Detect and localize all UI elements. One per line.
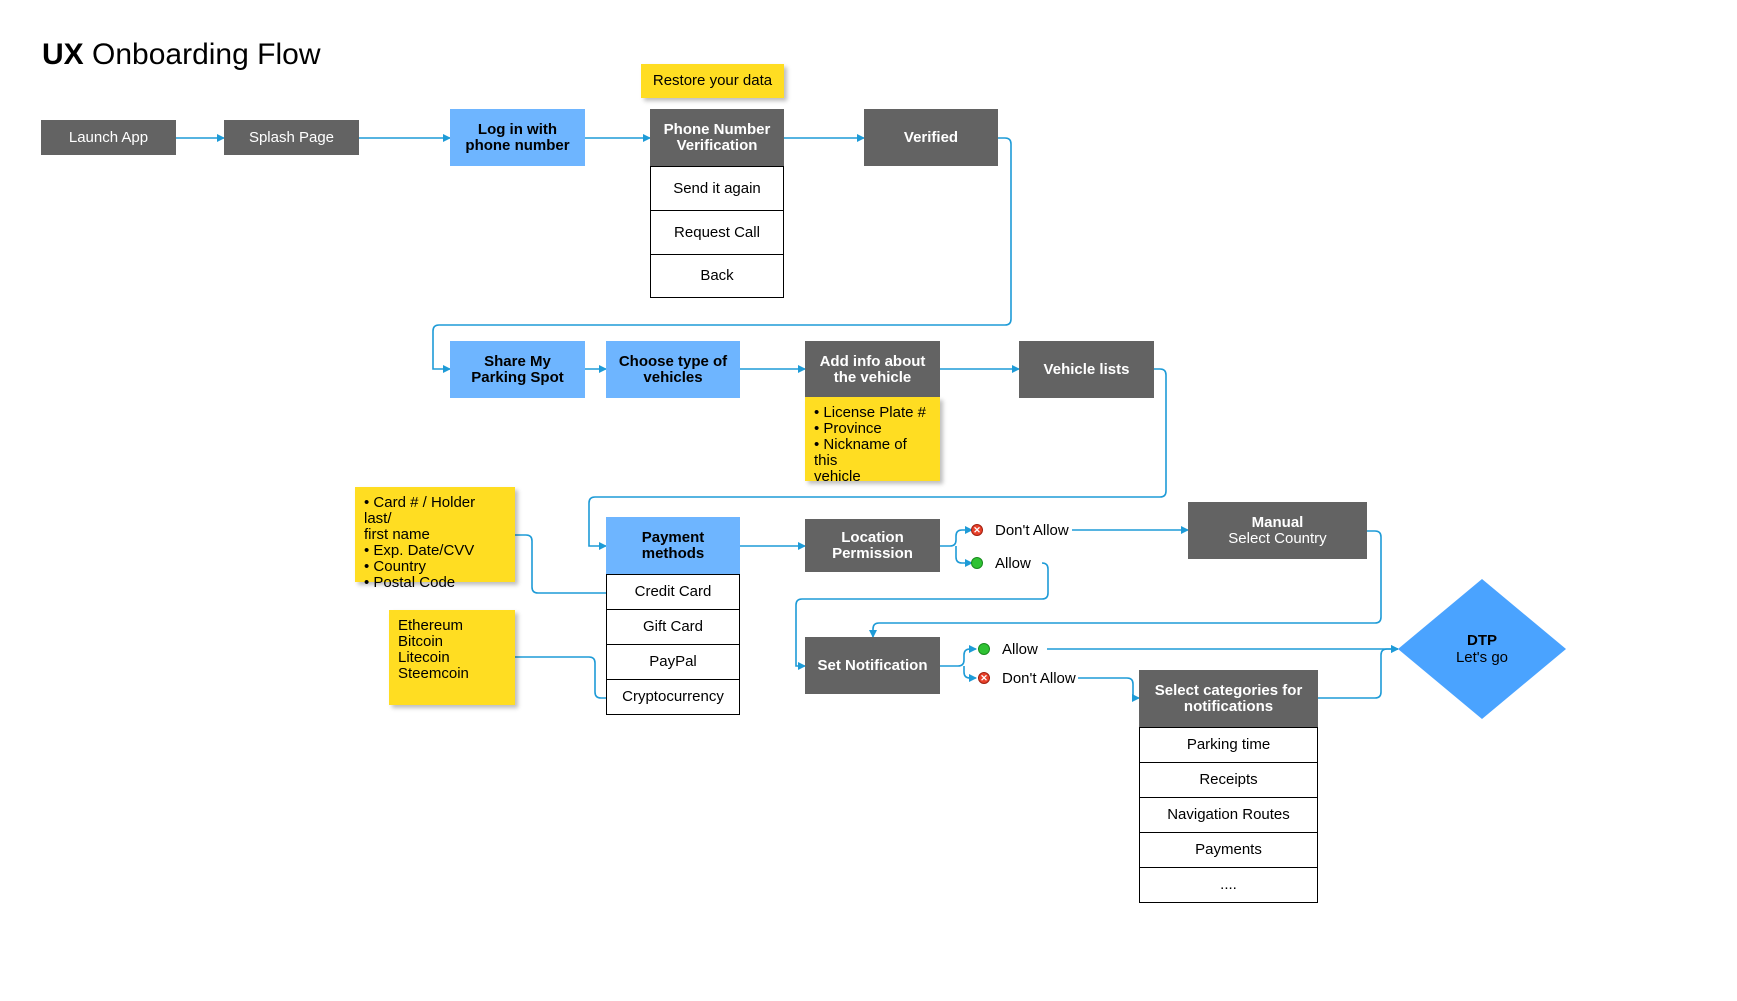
choose-vehicle-node: Choose type of vehicles	[606, 341, 740, 398]
manual-country-subtitle: Select Country	[1228, 529, 1327, 547]
share-spot-node: Share My Parking Spot	[450, 341, 585, 398]
connector	[940, 645, 977, 667]
card-info-note: • Card # / Holder last/ first name • Exp…	[355, 487, 515, 591]
send-again-option: Send it again	[650, 166, 784, 211]
dtp-label: DTP Let's go	[1419, 632, 1545, 666]
vehicle-info-note: • License Plate # • Province • Nickname …	[805, 397, 940, 485]
paypal-option: PayPal	[606, 644, 740, 680]
manual-country-node: Manual Select Country	[1188, 502, 1367, 559]
connector	[940, 526, 973, 547]
connector	[515, 534, 606, 594]
splash-page-node: Splash Page	[224, 120, 359, 155]
connector	[869, 530, 1382, 638]
dtp-subtitle: Let's go	[1455, 649, 1509, 666]
select-categories-node: Select categories for notifications	[1139, 670, 1318, 727]
notification-allow-label: Allow	[1002, 641, 1038, 658]
deny-icon: ✕	[978, 672, 990, 684]
request-call-option: Request Call	[650, 210, 784, 255]
deny-icon: ✕	[971, 524, 983, 536]
connector	[795, 562, 1049, 670]
connector	[955, 546, 973, 567]
crypto-list-note: Ethereum Bitcoin Litecoin Steemcoin	[389, 610, 515, 705]
gift-card-option: Gift Card	[606, 609, 740, 645]
launch-app-node: Launch App	[41, 120, 176, 155]
payments-option: Payments	[1139, 832, 1318, 868]
dtp-diamond	[1398, 579, 1566, 719]
add-vehicle-info-node: Add info about the vehicle	[805, 341, 940, 398]
set-notification-node: Set Notification	[805, 637, 940, 694]
allow-icon	[978, 643, 990, 655]
navigation-routes-option: Navigation Routes	[1139, 797, 1318, 833]
location-allow-label: Allow	[995, 555, 1031, 572]
connector	[1078, 677, 1140, 702]
manual-country-title: Manual	[1251, 513, 1304, 531]
connector	[588, 368, 1167, 550]
notification-dont-allow-label: Don't Allow	[1002, 670, 1076, 687]
vehicle-lists-node: Vehicle lists	[1019, 341, 1154, 398]
parking-time-option: Parking time	[1139, 727, 1318, 763]
dtp-title: DTP	[1467, 632, 1497, 649]
page-title: UX Onboarding Flow	[42, 38, 321, 71]
phone-verification-node: Phone Number Verification	[650, 109, 784, 166]
location-permission-node: Location Permission	[805, 519, 940, 572]
allow-icon	[971, 557, 983, 569]
back-option: Back	[650, 254, 784, 298]
restore-data-note: Restore your data	[641, 64, 784, 98]
connector	[1318, 645, 1399, 699]
cryptocurrency-option: Cryptocurrency	[606, 679, 740, 715]
credit-card-option: Credit Card	[606, 574, 740, 610]
more-option: ....	[1139, 867, 1318, 903]
connector	[963, 666, 977, 682]
receipts-option: Receipts	[1139, 762, 1318, 798]
connector	[432, 137, 1012, 373]
login-phone-node: Log in with phone number	[450, 109, 585, 166]
location-dont-allow-label: Don't Allow	[995, 522, 1069, 539]
connector	[515, 656, 606, 699]
payment-methods-node: Payment methods	[606, 517, 740, 575]
verified-node: Verified	[864, 109, 998, 166]
